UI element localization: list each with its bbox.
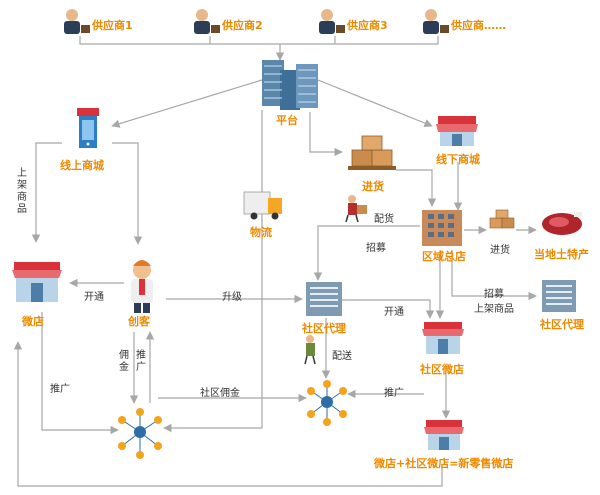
kiosk-icon: [77, 108, 99, 148]
online-mall-to-micro-store: [31, 142, 62, 243]
new-retail-feedback-line: [13, 341, 443, 487]
platform-to-stock-in: [309, 112, 343, 157]
platform-label: 平台: [276, 114, 298, 127]
platform-to-network: [163, 110, 263, 433]
shop-front-icon: [436, 116, 478, 146]
logistics-label: 物流: [250, 226, 272, 239]
agent-to-community-micro: [340, 299, 435, 319]
online-mall-label: 线上商城: [60, 159, 104, 172]
shop-front-icon: [422, 322, 464, 354]
platform-to-offline-mall: [317, 79, 433, 128]
new-retail-label: 微店+社区微店=新零售微店: [374, 457, 514, 470]
offline-mall-label: 线下商城: [436, 153, 480, 166]
regional-to-right-agent: [451, 250, 537, 301]
supplier-more-label: 供应商……: [451, 19, 506, 32]
deliver-label: 配送: [332, 351, 352, 362]
community-agent-center-label: 社区代理: [302, 322, 346, 335]
stock-in-to-regional: [396, 169, 437, 207]
maker-person-icon: [131, 260, 153, 313]
promote-vertical-label: 推广: [136, 350, 146, 373]
businessman-icon: [64, 9, 90, 34]
network-icon: [307, 380, 347, 426]
courier-icon: [345, 195, 367, 223]
purchase-label: 进货: [490, 245, 510, 256]
recruit-right-label: 招募: [484, 289, 504, 300]
local-specialty-label: 当地土特产: [534, 248, 589, 261]
recruit-center-label: 招募: [366, 243, 386, 254]
regional-store-label: 区域总店: [422, 250, 466, 263]
list-products-left-label: 上架商品: [17, 168, 27, 215]
supplier-2-label: 供应商2: [222, 19, 263, 32]
skyscraper-icon: [262, 60, 318, 110]
micro-store-promote-line: [41, 312, 119, 435]
supplier-3-label: 供应商3: [347, 19, 388, 32]
upgrade-label: 升级: [222, 292, 242, 303]
distribute-label: 配货: [374, 214, 394, 225]
shop-front-icon: [12, 262, 62, 302]
community-agent-right-label: 社区代理: [540, 318, 584, 331]
building-icon: [422, 210, 462, 246]
delivery-truck-icon: [243, 191, 282, 220]
micro-store-label: 微店: [22, 315, 44, 328]
community-commission-label: 社区佣金: [200, 388, 240, 399]
community-micro-store-label: 社区微店: [420, 363, 464, 376]
businessman-icon: [194, 9, 220, 34]
commission-label: 佣金: [119, 350, 129, 373]
open-micro-label: 开通: [84, 292, 104, 303]
supplier-1-label: 供应商1: [92, 19, 133, 32]
businessman-icon: [423, 9, 449, 34]
promote-community-label: 推广: [384, 388, 404, 399]
businessman-icon: [319, 9, 345, 34]
maker-label: 创客: [128, 315, 150, 328]
shop-front-icon: [424, 420, 464, 450]
list-products-right-label: 上架商品: [474, 304, 514, 315]
stock-in-label: 进货: [362, 180, 384, 193]
network-icon: [118, 408, 162, 459]
cargo-boxes-icon: [489, 209, 515, 229]
regional-to-community-agent: [313, 225, 420, 281]
online-mall-to-maker: [112, 142, 143, 245]
courier-icon: [304, 335, 316, 365]
meat-icon: [542, 212, 582, 235]
supplier-bus-line: [79, 36, 439, 60]
open-community-label: 开通: [384, 307, 404, 318]
platform-to-online-mall: [111, 79, 263, 128]
promote-left-label: 推广: [50, 384, 70, 395]
building-icon: [306, 282, 342, 316]
building-icon: [542, 280, 576, 312]
cargo-boxes-icon: [348, 135, 396, 170]
